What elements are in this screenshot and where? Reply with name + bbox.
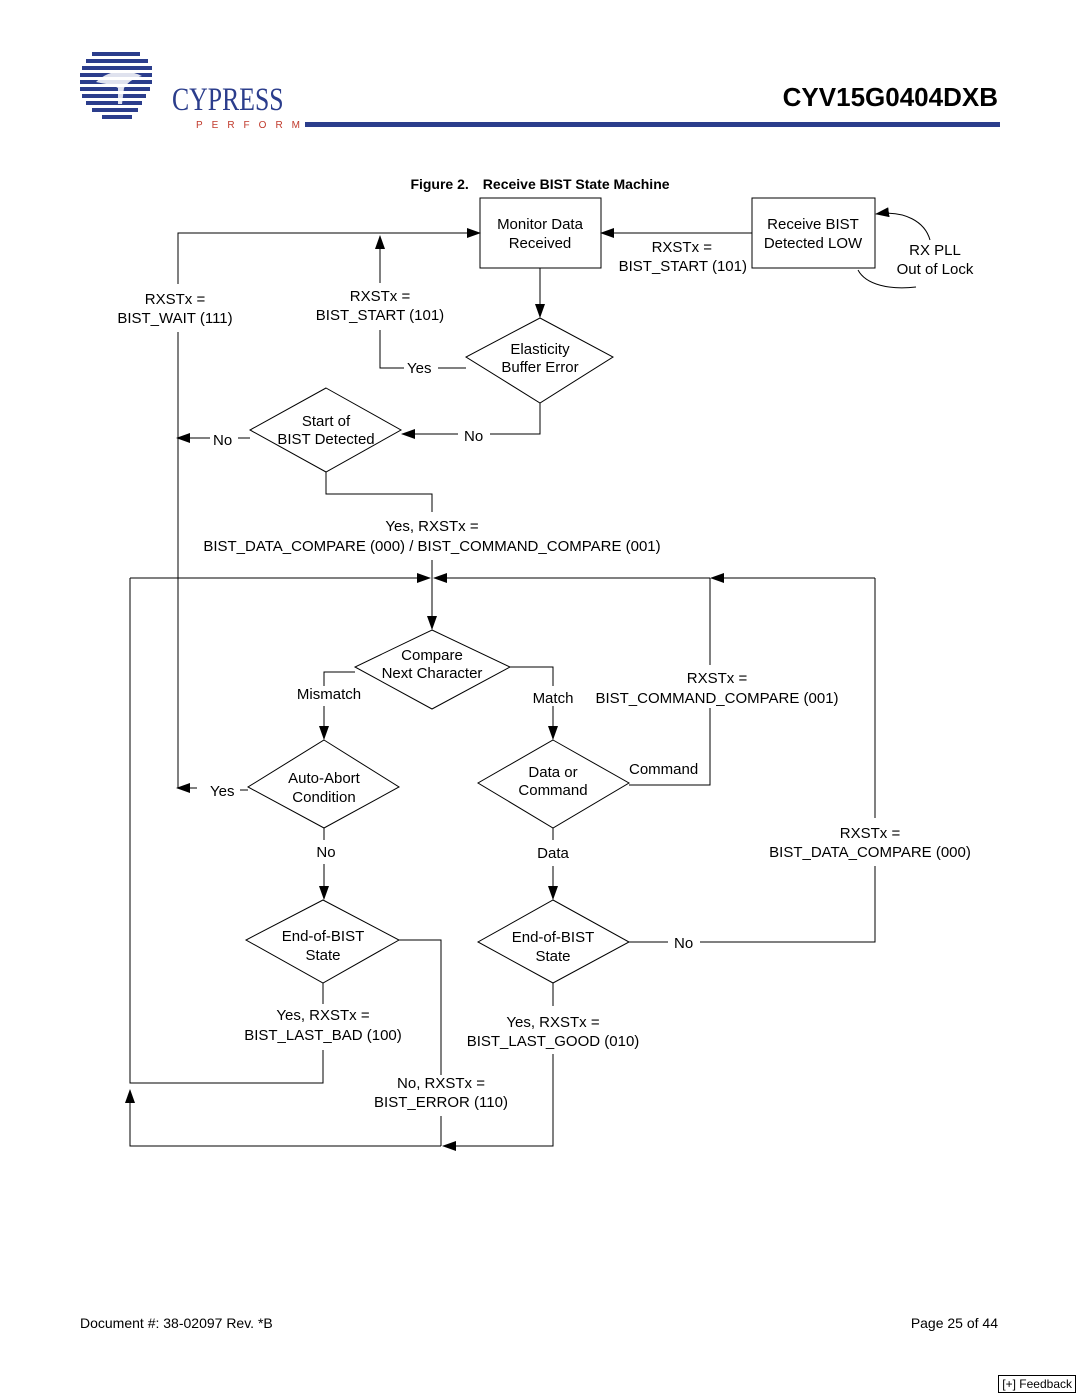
mismatch-label: Mismatch [297,686,361,703]
monitor-box-line1: Monitor Data [497,216,584,233]
bist-error-line1: No, RXSTx = [397,1075,485,1092]
figure-number: Figure 2. [410,176,469,192]
elasticity-line2: Buffer Error [501,359,578,376]
auto-abort-yes-label: Yes [210,783,234,800]
monitor-box-line2: Received [509,235,572,252]
figure-title: Receive BIST State Machine [482,176,670,192]
right-cmd-rxstx-line2: BIST_COMMAND_COMPARE (001) [595,690,838,707]
auto-abort-no-label: No [316,844,335,861]
eob-right-line1: End-of-BIST [512,929,595,946]
bist-error-line2: BIST_ERROR (110) [374,1094,508,1111]
elasticity-line1: Elasticity [510,341,570,358]
match-label: Match [533,690,574,707]
line-yes-up [379,330,404,369]
command-label: Command [629,761,698,778]
last-good-line2: BIST_LAST_GOOD (010) [467,1033,640,1050]
last-bad-line1: Yes, RXSTx = [276,1007,369,1024]
eob-right-line2: State [535,948,570,965]
line-start-yes [325,472,433,512]
line-last-bad-loop [129,578,324,1084]
feedback-button[interactable]: [+] Feedback [998,1375,1076,1393]
compare-diamond [353,629,512,710]
receive-box-line2: Detected LOW [764,235,863,252]
data-or-command-line2: Command [518,782,587,799]
line-match [510,666,554,686]
eob-left-line2: State [305,947,340,964]
command-loop-vertical-lower [629,708,711,786]
line-mismatch [323,671,355,686]
data-label: Data [537,845,569,862]
right-data-rxstx-line2: BIST_DATA_COMPARE (000) [769,844,971,861]
far-right-vertical-lower [700,866,876,943]
monitor-data-box [479,197,602,269]
start-line1: Start of [302,413,351,430]
auto-abort-line1: Auto-Abort [288,770,361,787]
receive-box-line1: Receive BIST [767,216,859,233]
top-right-rxstx-line2: BIST_START (101) [619,258,747,275]
footer-document-number: Document #: 38-02097 Rev. *B [80,1315,273,1331]
start-line2: BIST Detected [277,431,374,448]
line-eob-left-no [399,939,442,1075]
start-yes-line1: Yes, RXSTx = [385,518,478,535]
last-bad-line2: BIST_LAST_BAD (100) [244,1027,402,1044]
line-last-good-down [443,1054,554,1147]
eob-right-no-label: No [674,935,693,952]
page-header: CYPRESS PERFORM CYV15G0404DXB [0,0,1080,140]
rx-pll-line1: RX PLL [909,242,961,259]
document-title: CYV15G0404DXB [782,82,998,112]
left-rxstx-line1: RXSTx = [145,291,206,308]
footer-page-number: Page 25 of 44 [910,1315,998,1331]
left-rxstx-line2: BIST_WAIT (111) [117,310,232,327]
last-good-line1: Yes, RXSTx = [506,1014,599,1031]
mid-rxstx-line2: BIST_START (101) [316,307,444,324]
right-data-rxstx-line1: RXSTx = [840,825,901,842]
eob-left-line1: End-of-BIST [282,928,365,945]
rx-pll-curve-top [875,207,931,241]
header-rule [305,122,1000,127]
receive-bist-box [751,197,876,269]
right-cmd-rxstx-line1: RXSTx = [687,670,748,687]
start-of-bist-diamond [248,387,403,473]
arrow-bist-wait-to-monitor [177,228,481,284]
figure-caption: Figure 2. Receive BIST State Machine [0,176,1080,192]
elasticity-no-label: No [464,428,483,445]
rx-pll-curve-bottom [857,269,917,289]
line-elasticity-no-down [490,403,541,435]
auto-abort-line2: Condition [292,789,355,806]
compare-line2: Next Character [382,665,483,682]
mid-rxstx-line1: RXSTx = [350,288,411,305]
data-or-command-line1: Data or [528,764,577,781]
start-no-label: No [213,432,232,449]
elasticity-yes-label: Yes [407,360,431,377]
brand-tagline: PERFORM [196,120,309,131]
compare-line1: Compare [401,647,463,664]
cypress-logo-icon [80,52,152,119]
top-right-rxstx-line1: RXSTx = [652,239,713,256]
rx-pll-line2: Out of Lock [897,261,974,278]
brand-name: CYPRESS [172,82,284,118]
start-yes-line2: BIST_DATA_COMPARE (000) / BIST_COMMAND_C… [203,538,660,555]
